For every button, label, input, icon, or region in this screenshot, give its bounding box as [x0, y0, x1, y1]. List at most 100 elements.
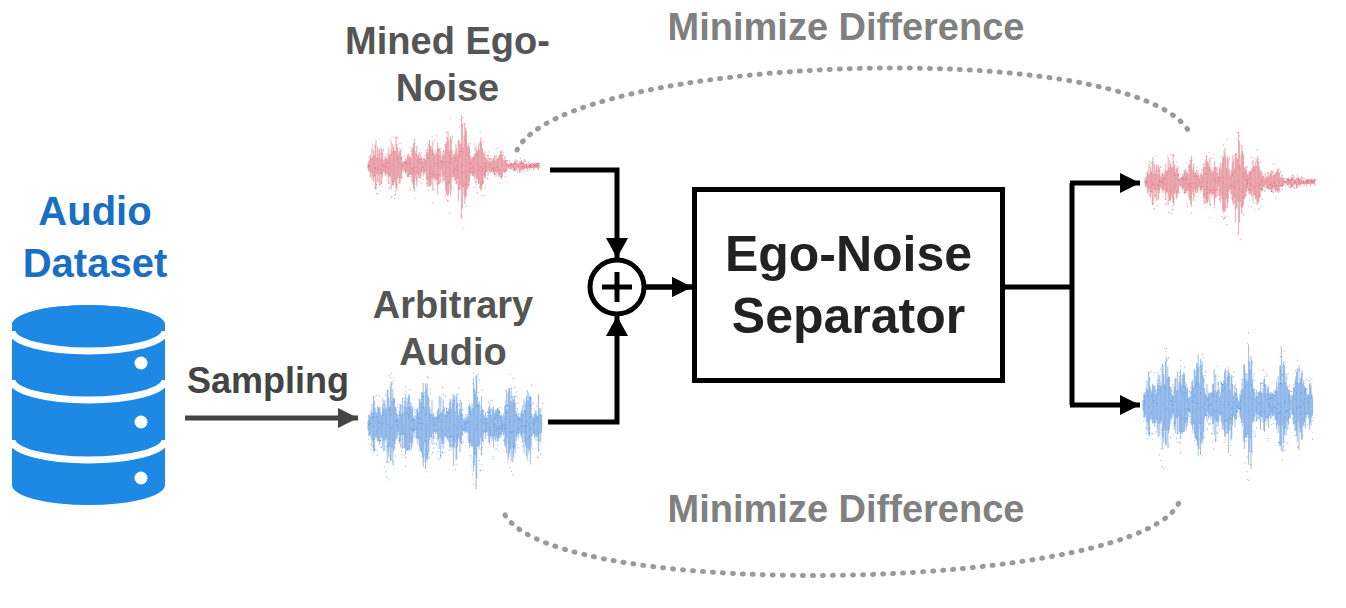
waveform-stroke	[383, 399, 384, 451]
waveform-dot	[515, 396, 516, 397]
waveform-dot	[492, 159, 493, 160]
waveform-stroke	[1295, 180, 1296, 184]
waveform-stroke	[496, 159, 497, 172]
waveform-dot	[466, 159, 467, 160]
waveform-stroke	[526, 163, 527, 169]
waveform-dot	[384, 165, 385, 166]
waveform-dot	[1243, 176, 1244, 177]
waveform-dot	[442, 387, 443, 388]
waveform-stroke	[437, 410, 438, 440]
waveform-dot	[517, 432, 518, 433]
waveform-dot	[1257, 199, 1258, 200]
waveform-dot	[521, 420, 522, 421]
waveform-stroke	[455, 151, 456, 180]
waveform-dot	[406, 399, 407, 400]
waveform-dot	[416, 155, 417, 156]
waveform-dot	[1169, 197, 1170, 198]
waveform-dot	[467, 155, 468, 156]
waveform-stroke	[453, 395, 454, 466]
waveform-stroke	[1147, 390, 1148, 423]
waveform-dot	[450, 118, 451, 119]
waveform-dot	[504, 171, 505, 172]
waveform-dot	[385, 170, 386, 171]
waveform-dot	[1228, 178, 1229, 179]
waveform-stroke	[541, 415, 542, 433]
waveform-stroke	[531, 164, 532, 169]
waveform-dot	[435, 424, 436, 425]
waveform-stroke	[406, 407, 407, 450]
waveform-stroke	[516, 163, 517, 168]
waveform-dot	[1272, 186, 1273, 187]
waveform-stroke	[497, 159, 498, 174]
arrow-connector	[548, 287, 692, 422]
waveform-shape	[345, 18, 550, 240]
waveform-dot	[1196, 183, 1197, 184]
waveform-dot	[1305, 182, 1306, 183]
waveform-dot	[1276, 185, 1277, 186]
waveform-dot	[1250, 185, 1251, 186]
waveform-dot	[426, 183, 427, 184]
waveform-dot	[532, 447, 533, 448]
waveform-dot	[458, 187, 459, 188]
waveform-stroke	[1182, 174, 1183, 190]
waveform-dot	[370, 158, 371, 159]
waveform-stroke	[510, 163, 511, 168]
waveform-dot	[539, 443, 540, 444]
waveform-dot	[476, 184, 477, 185]
waveform-stroke	[1181, 177, 1182, 186]
waveform-dot	[509, 391, 510, 392]
waveform-dot	[399, 440, 400, 441]
waveform-stroke	[1163, 174, 1164, 190]
waveform-dot	[410, 186, 411, 187]
waveform-stroke	[1184, 171, 1185, 194]
waveform-dot	[495, 169, 496, 170]
waveform-dot	[1165, 183, 1166, 184]
waveform-stroke	[448, 408, 449, 441]
waveform-dot	[401, 451, 402, 452]
waveform-dot	[1283, 178, 1284, 179]
waveform-dot	[389, 409, 390, 410]
waveform-dot	[456, 438, 457, 439]
waveform-dot	[392, 439, 393, 440]
waveform-stroke	[459, 140, 460, 191]
waveform-dot	[442, 431, 443, 432]
waveform-stroke	[475, 156, 476, 175]
waveform-dot	[432, 419, 433, 420]
waveform-dot	[428, 157, 429, 158]
waveform-dot	[1268, 188, 1269, 189]
waveform-dot	[438, 166, 439, 167]
node-heading: Arbitrary Audio	[358, 282, 548, 376]
waveform-dot	[1196, 167, 1197, 168]
waveform-stroke	[498, 409, 499, 442]
waveform-dot	[438, 458, 439, 459]
waveform-stroke	[444, 415, 445, 437]
waveform-dot	[528, 166, 529, 167]
waveform-dot	[1163, 196, 1164, 197]
waveform-stroke	[492, 408, 493, 440]
waveform-dot	[475, 182, 476, 183]
waveform-dot	[403, 156, 404, 157]
waveform-dot	[1213, 189, 1214, 190]
waveform-dot	[422, 392, 423, 393]
waveform-dot	[425, 150, 426, 151]
waveform-stroke	[1314, 179, 1315, 185]
waveform-stroke	[416, 410, 417, 439]
waveform-stroke	[1150, 167, 1151, 198]
waveform-stroke	[460, 144, 461, 185]
waveform-stroke	[472, 157, 473, 176]
waveform-stroke	[1236, 153, 1237, 209]
waveform-stroke	[518, 164, 519, 168]
waveform-stroke	[503, 413, 504, 436]
waveform-dot	[394, 401, 395, 402]
waveform-stroke	[1243, 154, 1244, 205]
waveform-dot	[450, 450, 451, 451]
waveform-dot	[517, 170, 518, 171]
waveform-stroke	[1159, 385, 1160, 424]
waveform-dot	[1254, 158, 1255, 159]
waveform-dot	[1264, 190, 1265, 191]
waveform-dot	[436, 183, 437, 184]
waveform-stroke	[1173, 154, 1174, 203]
waveform-stroke	[399, 411, 400, 444]
waveform-stroke	[536, 410, 537, 440]
waveform-stroke	[519, 417, 520, 432]
